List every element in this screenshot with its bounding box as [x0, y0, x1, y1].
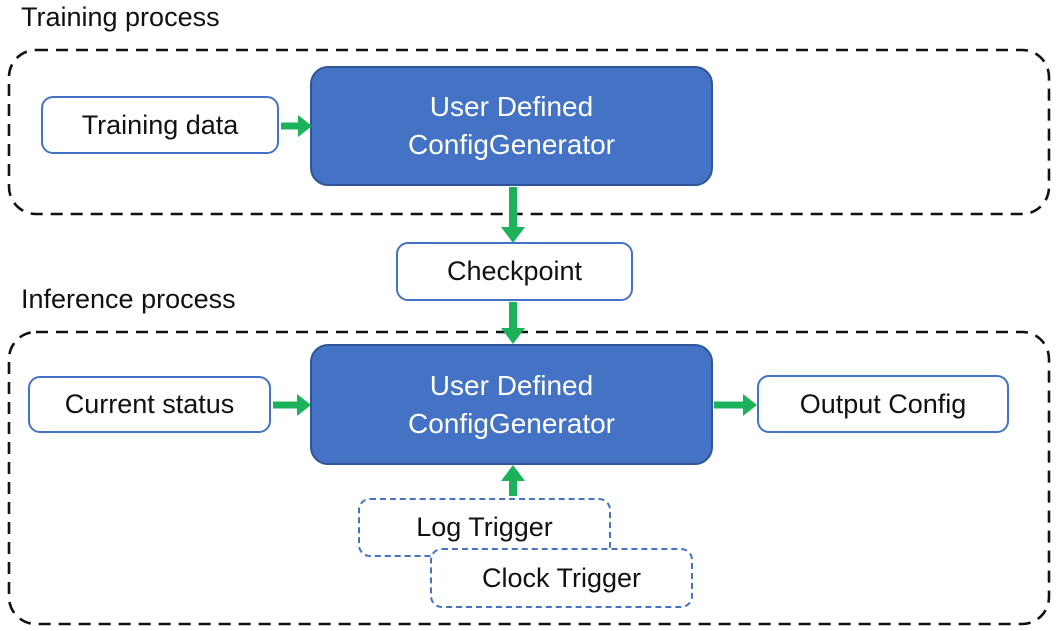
arrow-training-data-to-generator-icon: [281, 115, 312, 137]
arrow-generator-to-output-config-icon: [714, 394, 757, 416]
arrow-current-status-to-generator-icon: [273, 394, 311, 416]
training-config-generator-box: User Defined ConfigGenerator: [310, 66, 713, 186]
inference-process-label: Inference process: [21, 284, 236, 314]
training-data-label: Training data: [81, 109, 239, 140]
inference-config-generator-line2: ConfigGenerator: [407, 407, 615, 439]
inference-config-generator-box: User Defined ConfigGenerator: [310, 344, 713, 465]
checkpoint-box: Checkpoint: [396, 242, 633, 301]
clock-trigger-label: Clock Trigger: [481, 562, 642, 593]
training-data-box: Training data: [41, 96, 279, 154]
inference-config-generator-line1: User Defined: [429, 369, 594, 401]
training-config-generator-line1: User Defined: [429, 91, 594, 122]
current-status-box: Current status: [28, 376, 271, 433]
current-status-label: Current status: [64, 389, 235, 419]
training-process-label: Training process: [21, 2, 220, 32]
checkpoint-label: Checkpoint: [446, 256, 583, 286]
training-config-generator-line2: ConfigGenerator: [407, 129, 615, 160]
output-config-box: Output Config: [757, 375, 1009, 433]
arrow-checkpoint-to-inference-generator-icon: [501, 302, 525, 344]
log-trigger-label: Log Trigger: [416, 512, 553, 542]
arrow-triggers-to-generator-icon: [501, 465, 525, 496]
clock-trigger-box: Clock Trigger: [430, 548, 693, 608]
arrow-generator-to-checkpoint-icon: [501, 187, 525, 243]
output-config-label: Output Config: [799, 388, 967, 419]
